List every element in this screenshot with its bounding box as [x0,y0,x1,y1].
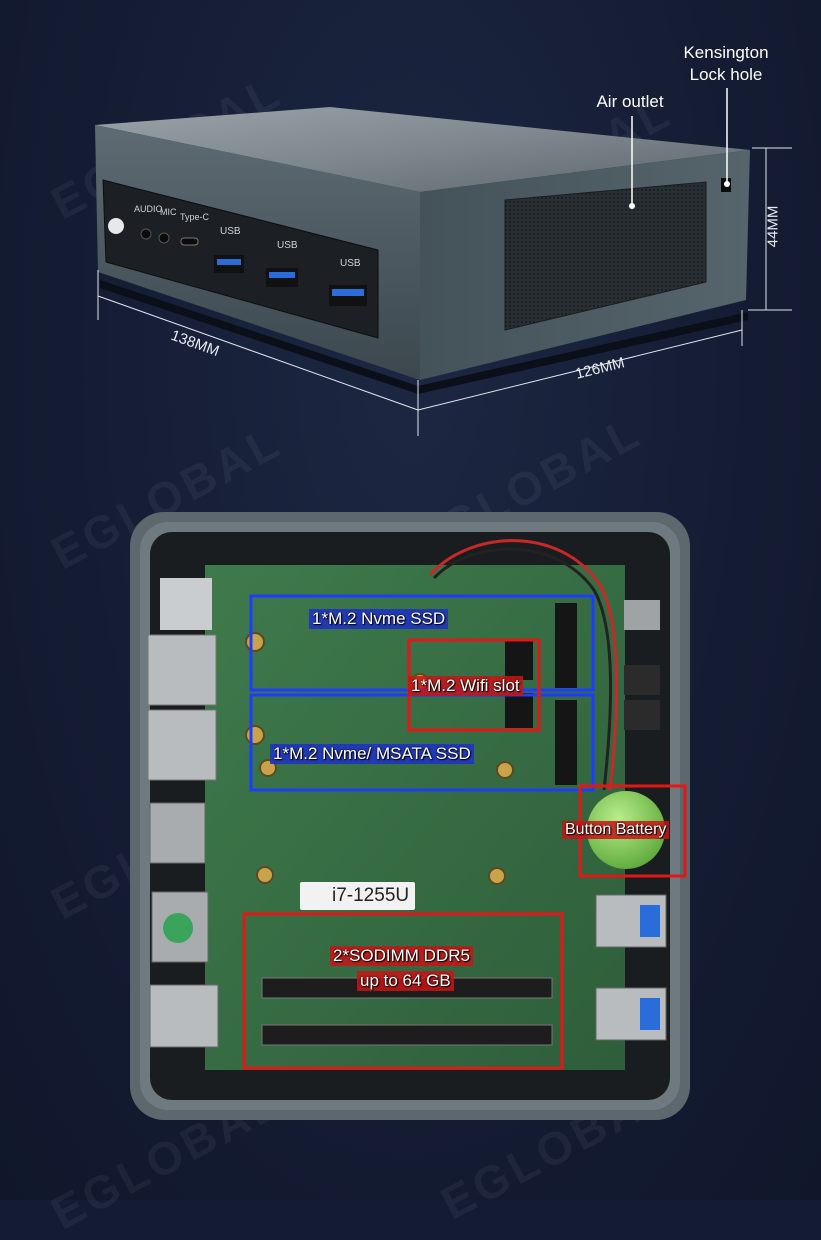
kensington-callout: Kensington Lock hole [683,43,769,84]
sodimm-slot [261,1024,553,1046]
typec-label: Type-C [180,212,210,222]
audio-jack [624,600,660,630]
ram-box [242,912,564,1070]
battery-label: Button Battery [562,821,670,839]
usb-port [266,268,298,287]
mic-jack [158,232,170,244]
audio-jack [624,665,660,695]
usb-port [214,255,244,273]
msata-ssd-label: 1*M.2 Nvme/ MSATA SSD [270,744,474,764]
usb-label: USB [220,226,241,237]
m2-slot [555,700,577,785]
lan-port [147,634,217,706]
audio-label: AUDIO [134,204,163,214]
usb-port [149,984,219,1048]
usb-port [329,285,367,306]
mic-label: MIC [160,207,177,217]
lan-port [147,709,217,781]
power-button [108,218,124,234]
usb-label: USB [277,240,298,251]
typec-port [180,237,199,246]
lid [95,107,750,192]
height-dimension: 44MM [764,205,782,248]
air-outlet-grille [504,181,707,331]
usb-label: USB [340,258,361,269]
audio-jack [624,700,660,730]
m2-slot [505,640,533,680]
mini-pc-exterior [95,88,792,436]
dc-jack [160,578,212,630]
audio-jack [140,228,152,240]
nvme-ssd-label: 1*M.2 Nvme SSD [309,609,449,629]
ram-label-line2: up to 64 GB [357,971,454,991]
m2-slot [505,693,533,728]
product-illustration [95,88,792,1120]
ram-label-line1: 2*SODIMM DDR5 [330,946,473,966]
mini-pc-interior [130,512,690,1120]
cpu-label: i7-1255U [300,882,416,910]
air-outlet-callout: Air outlet [596,92,664,111]
wifi-slot-label: 1*M.2 Wifi slot [408,676,523,696]
m2-slot [555,603,577,688]
hdmi-port [149,802,206,864]
